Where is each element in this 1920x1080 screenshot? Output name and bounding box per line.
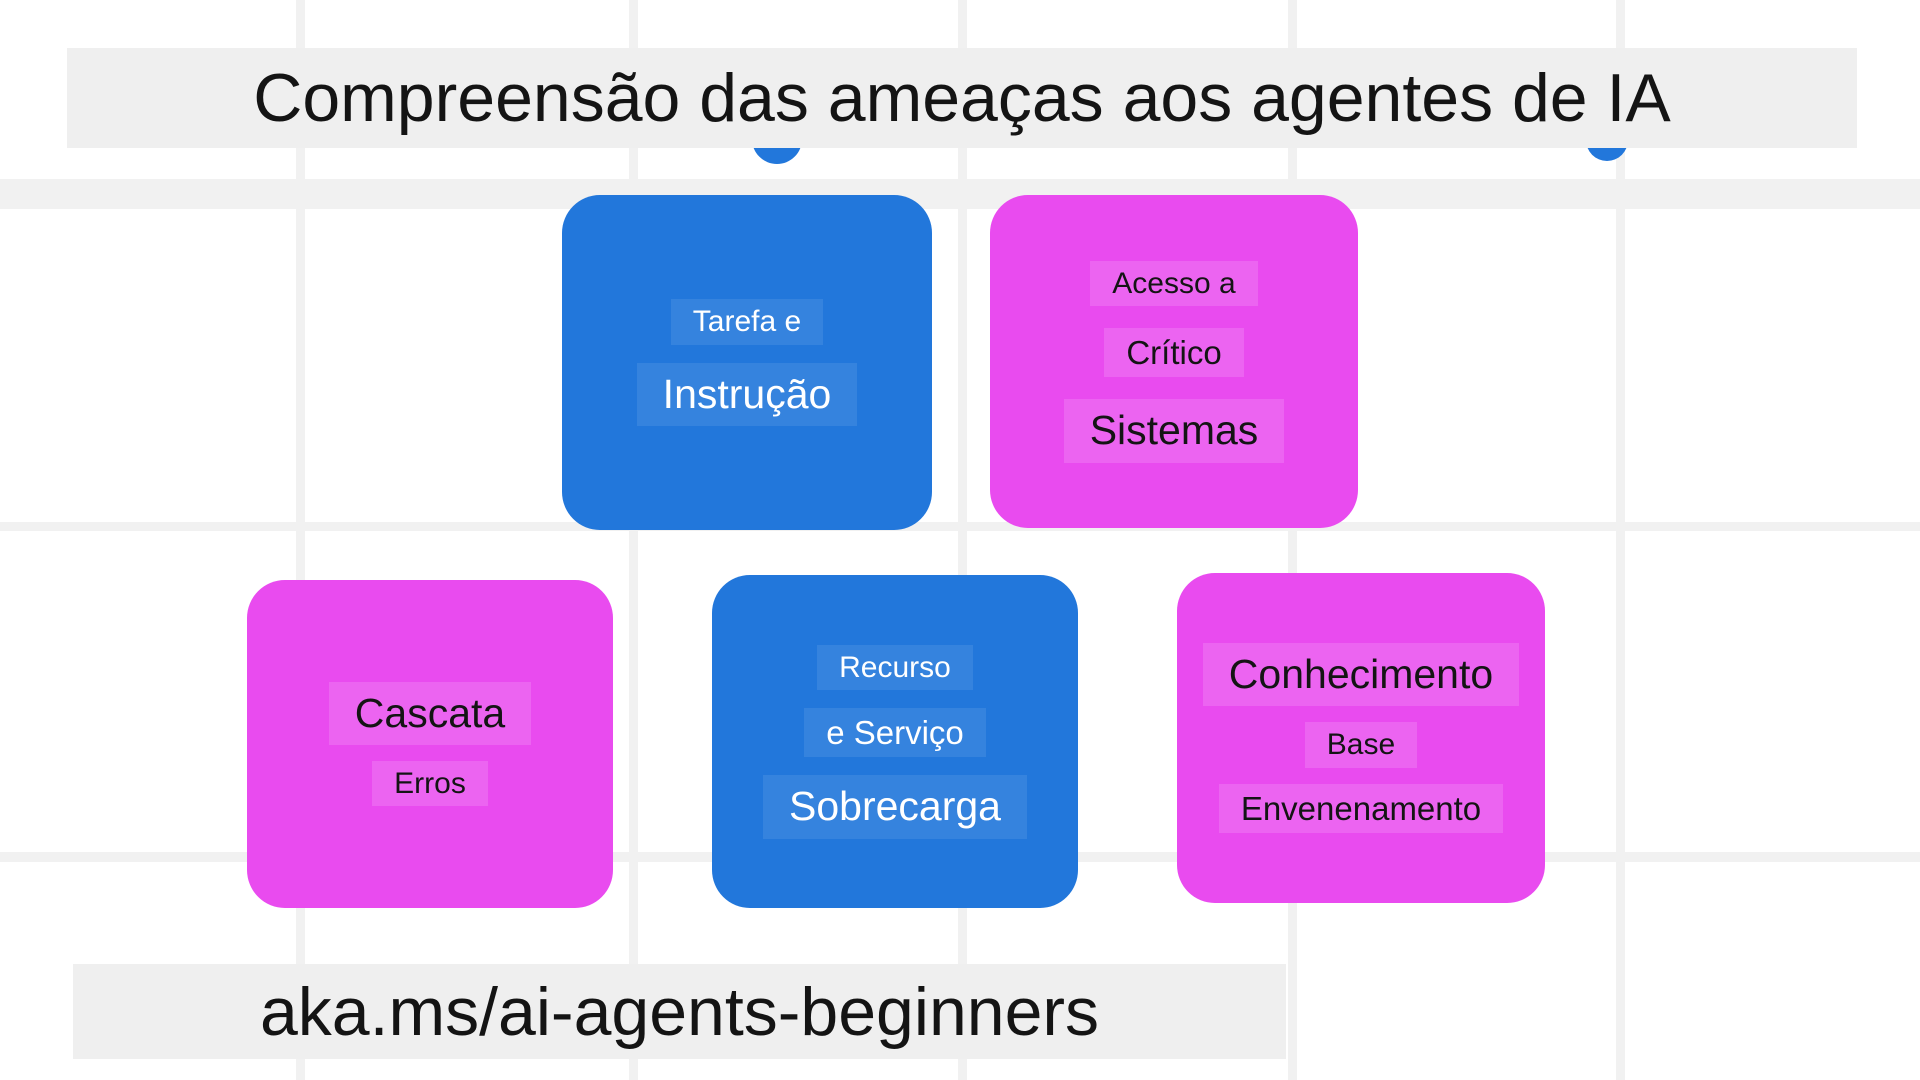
card-cascading-errors: Cascata Erros	[247, 580, 613, 908]
card-line: Crítico	[1104, 328, 1244, 378]
grid-line-vertical	[1616, 0, 1625, 1080]
card-line: Erros	[372, 760, 488, 807]
card-line: Cascata	[328, 681, 532, 745]
card-line: Sobrecarga	[763, 775, 1027, 839]
card-task-and-instruction: Tarefa e Instrução	[562, 195, 932, 530]
grid-line-vertical	[296, 0, 305, 1080]
card-resource-and-service-overload: Recurso e Serviço Sobrecarga	[712, 575, 1078, 908]
card-line: Sistemas	[1063, 399, 1285, 463]
footer-link-text: aka.ms/ai-agents-beginners	[259, 973, 1100, 1050]
card-line: Instrução	[636, 362, 858, 426]
title-bar: Compreensão das ameaças aos agentes de I…	[67, 48, 1857, 148]
footer-bar: aka.ms/ai-agents-beginners	[73, 964, 1286, 1059]
grid-line-vertical	[1288, 0, 1297, 1080]
card-line: Tarefa e	[670, 299, 824, 345]
card-knowledge-base-poisoning: Conhecimento Base Envenenamento	[1177, 573, 1545, 903]
card-line: Base	[1304, 722, 1418, 768]
page-title: Compreensão das ameaças aos agentes de I…	[253, 60, 1671, 136]
grid-line-horizontal	[0, 179, 1920, 209]
card-access-to-critical-systems: Acesso a Crítico Sistemas	[990, 195, 1358, 528]
grid-line-horizontal	[0, 522, 1920, 531]
grid-line-vertical	[958, 0, 967, 1080]
card-line: Conhecimento	[1202, 643, 1520, 707]
grid-line-vertical	[629, 0, 638, 1080]
card-line: Recurso	[817, 644, 973, 690]
card-line: Acesso a	[1090, 260, 1258, 306]
card-line: e Serviço	[804, 708, 986, 758]
card-line: Envenenamento	[1218, 783, 1504, 833]
